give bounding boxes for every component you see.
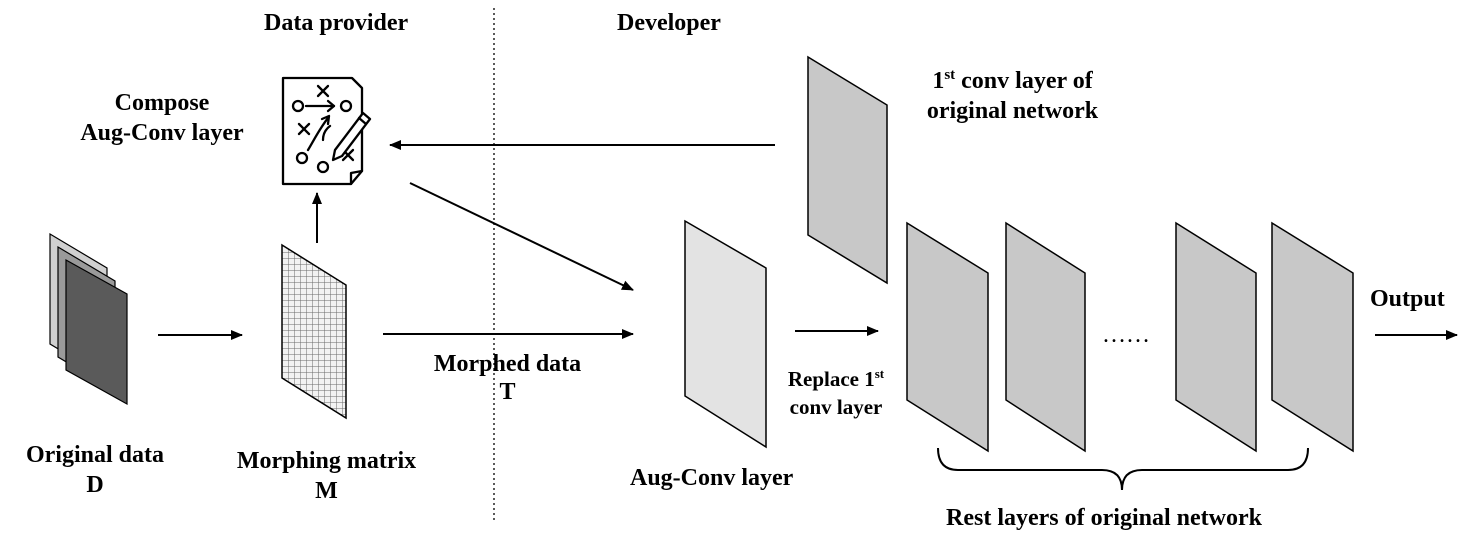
compose-label-line1: Compose [114,90,210,116]
rest-layer-1 [906,221,989,453]
morphed-data-label: Morphed data T [410,350,605,406]
original-data-label-line2: D [86,472,104,498]
aug-conv-layer [684,219,767,449]
morphing-matrix-label: Morphing matrix M [214,446,439,506]
rest-layer-2 [1005,221,1086,453]
compose-board-icon [281,76,372,186]
original-data-label: Original data D [5,440,185,500]
original-data-label-line1: Original data [25,442,164,468]
morphing-matrix-label-line1: Morphing matrix [236,448,417,474]
rest-layers-label: Rest layers of original network [946,505,1262,531]
original-data-stack-icon [49,232,128,406]
first-conv-layer [807,55,888,285]
replace-label-line2: conv layer [789,395,883,419]
aug-conv-layer-label: Aug-Conv layer [630,465,794,491]
rest-layer-4 [1271,221,1354,453]
replace-label-line1: Replace 1st [787,366,885,391]
morphed-data-label-line2: T [499,379,516,405]
data-provider-heading: Data provider [264,10,409,36]
rest-layers-brace [937,447,1309,491]
rest-layer-3 [1175,221,1257,453]
developer-heading: Developer [617,10,721,36]
first-conv-label-line2: original network [926,98,1099,124]
ellipsis-label: …… [1102,322,1150,348]
morphed-data-label-line1: Morphed data [433,351,582,377]
first-conv-label-line1: 1st conv layer of [932,67,1093,94]
replace-label: Replace 1st conv layer [770,360,902,421]
first-conv-label: 1st conv layer of original network [895,60,1130,126]
output-label: Output [1370,286,1445,312]
compose-label: Compose Aug-Conv layer [52,88,272,148]
compose-label-line2: Aug-Conv layer [80,120,244,146]
morphing-matrix-label-line2: M [315,478,338,504]
morphing-matrix-icon [281,243,347,420]
arrow-compose-to-augconv [409,182,634,291]
